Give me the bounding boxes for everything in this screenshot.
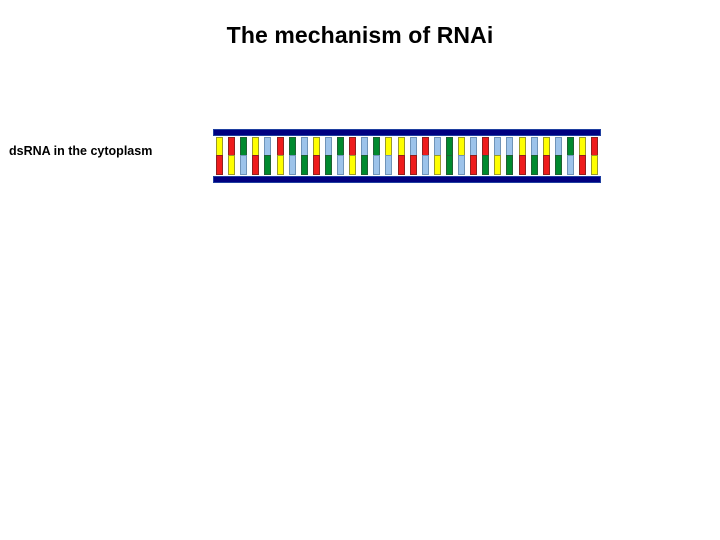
- rna-base: [591, 137, 599, 157]
- rna-base: [385, 155, 393, 175]
- rna-base: [494, 155, 502, 175]
- rna-base: [458, 155, 465, 175]
- rna-base: [554, 137, 562, 157]
- rna-base: [494, 137, 502, 157]
- rna-base: [349, 155, 357, 175]
- rna-base: [506, 155, 514, 175]
- rna-base: [324, 137, 332, 157]
- rna-base: [554, 155, 562, 175]
- rna-base: [433, 137, 441, 157]
- rna-base: [252, 155, 260, 175]
- rna-base: [397, 155, 405, 175]
- rna-base: [361, 155, 369, 175]
- rna-base: [216, 155, 223, 175]
- rna-base: [579, 155, 586, 175]
- rna-backbone-bottom: [213, 176, 601, 183]
- rna-backbone-top: [213, 129, 601, 136]
- rna-base: [252, 137, 260, 157]
- rna-base: [542, 155, 550, 175]
- rna-base: [373, 155, 381, 175]
- rna-base: [312, 137, 320, 157]
- rna-base: [300, 137, 308, 157]
- rna-base: [409, 137, 417, 157]
- rna-base: [288, 137, 296, 157]
- rna-base: [240, 137, 248, 157]
- rna-base: [385, 137, 393, 157]
- page-title: The mechanism of RNAi: [226, 22, 494, 48]
- rna-base: [421, 137, 429, 157]
- rna-base: [530, 155, 538, 175]
- rna-base: [216, 137, 223, 157]
- rna-base: [276, 155, 284, 175]
- rna-base: [264, 137, 272, 157]
- rna-base: [591, 155, 599, 175]
- rna-base: [518, 137, 526, 157]
- rna-base: [458, 137, 465, 157]
- rna-base: [373, 137, 381, 157]
- rna-base: [433, 155, 441, 175]
- rna-base: [228, 137, 236, 157]
- rna-strand-upper: [213, 137, 601, 157]
- rna-base: [506, 137, 514, 157]
- rna-base: [542, 137, 550, 157]
- rna-base: [518, 155, 526, 175]
- rna-base: [240, 155, 248, 175]
- rna-base: [530, 137, 538, 157]
- rna-base: [324, 155, 332, 175]
- rna-base: [445, 137, 453, 157]
- rna-base: [312, 155, 320, 175]
- rna-base: [579, 137, 586, 157]
- rna-base: [421, 155, 429, 175]
- rna-base: [482, 155, 490, 175]
- rna-base: [337, 155, 344, 175]
- rna-base: [482, 137, 490, 157]
- rna-base: [228, 155, 236, 175]
- rna-base: [409, 155, 417, 175]
- rna-base: [566, 137, 574, 157]
- rna-base: [349, 137, 357, 157]
- stage-label-dsrna-in-cytoplasm: dsRNA in the cytoplasm: [9, 144, 153, 158]
- rna-base: [566, 155, 574, 175]
- dsrna-duplex-figure: [213, 129, 601, 183]
- rna-base: [361, 137, 369, 157]
- rna-base: [470, 155, 478, 175]
- rna-base: [470, 137, 478, 157]
- rna-base: [445, 155, 453, 175]
- rna-base: [337, 137, 344, 157]
- rna-base: [264, 155, 272, 175]
- rna-base: [397, 137, 405, 157]
- rna-base: [276, 137, 284, 157]
- rna-strand-lower: [213, 155, 601, 175]
- rna-base: [288, 155, 296, 175]
- rna-base: [300, 155, 308, 175]
